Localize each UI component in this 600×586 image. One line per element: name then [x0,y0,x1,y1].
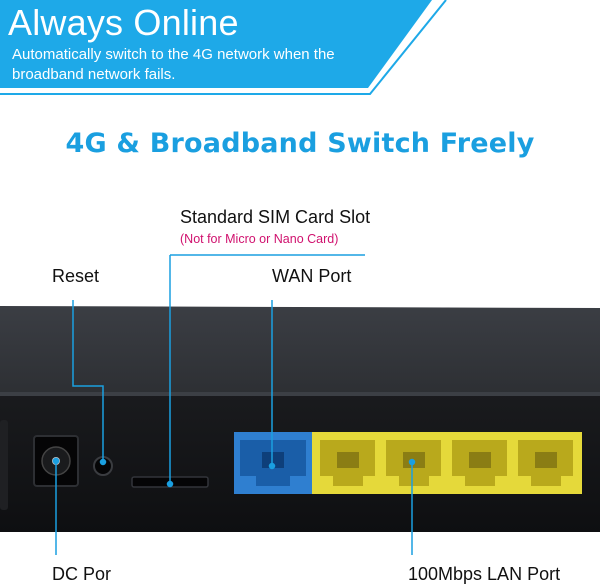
lan-ports-icon [312,432,582,494]
banner-background [0,0,447,95]
label-sim-note: (Not for Micro or Nano Card) [180,232,339,246]
label-wan-port: WAN Port [272,266,352,286]
banner-title: Always Online [8,2,239,43]
banner-subtitle: Automatically switch to the 4G network w… [12,46,335,83]
wan-port-icon [234,432,312,494]
label-sim-slot: Standard SIM Card Slot [180,207,371,227]
label-dc-port: DC Por [52,564,112,584]
label-lan-ports: 100Mbps LAN Port [408,564,561,584]
headline: 4G & Broadband Switch Freely [65,128,535,159]
callout-lines [52,254,416,555]
label-reset: Reset [52,266,100,286]
device-top [0,306,600,412]
